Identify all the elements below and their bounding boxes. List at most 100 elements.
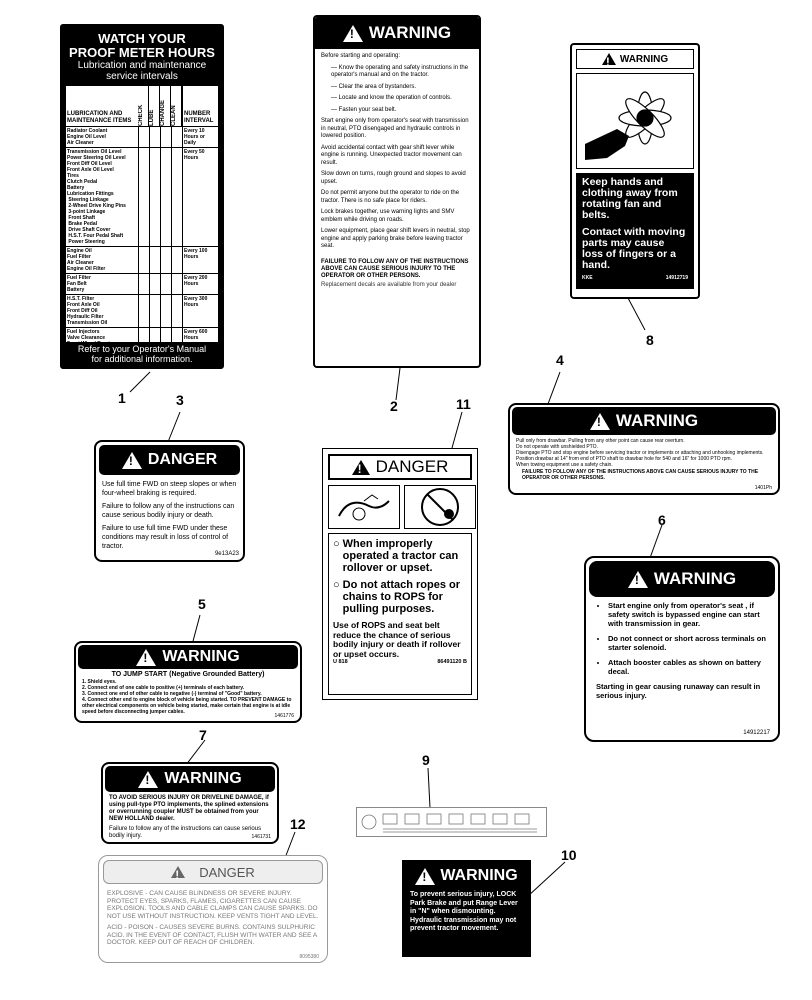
decal-2-item: Avoid accidental contact with gear shift… (321, 144, 462, 166)
decal-4-title: WARNING (615, 411, 699, 430)
decal-1-row-items: Radiator Coolant Engine Oil Level Air Cl… (67, 128, 108, 146)
decal-11-b1-row: ○ When improperly operated a tractor can… (333, 538, 467, 574)
warning-triangle-icon (601, 53, 616, 69)
decal-1-table: LUBRICATION AND MAINTENANCE ITEMS CHECK … (66, 86, 218, 367)
decal-2-item: — Know the operating and safety instruct… (331, 64, 469, 79)
decal-8-title: WARNING (619, 53, 669, 65)
callout-9: 9 (422, 752, 430, 768)
decal-1-row-interval: Every 10 Hours or Daily (182, 127, 218, 147)
leader-2 (395, 367, 401, 401)
decal-6-b1: Start engine only from operator's seat ,… (608, 601, 770, 628)
warning-triangle-icon (589, 412, 610, 430)
decal-2-warning-operating: WARNING Before starting and operating:— … (313, 15, 481, 368)
leader-12 (284, 831, 296, 859)
decal-10-title: WARNING (440, 867, 518, 884)
decal-1-row: H.S.T. Filter Front Axle Oil Front Diff … (66, 295, 218, 328)
decal-5-warning-jump-start: WARNING TO JUMP START (Negative Grounded… (74, 641, 302, 723)
decal-1-row-cell (149, 274, 160, 294)
decal-11-foot: Use of ROPS and seat belt reduce the cha… (333, 620, 461, 659)
decal-2-code: Replacement decals are available from yo… (321, 281, 457, 288)
decal-8-t2: Contact with moving parts may cause loss… (582, 226, 686, 271)
leader-6 (649, 524, 663, 559)
decal-11-code-right: 86491120 B (437, 659, 467, 665)
leader-10 (526, 861, 566, 898)
warning-triangle-icon (121, 451, 142, 469)
decal-11-code-left: U 818 (333, 659, 348, 665)
decal-4-warning-drawbar: WARNING Pull only from drawbar. Pulling … (508, 403, 780, 495)
decal-1-maintenance-chart: WATCH YOUR PROOF METER HOURS Lubrication… (60, 24, 224, 369)
decal-7-warning-pto: WARNING TO AVOID SERIOUS INJURY OR DRIVE… (101, 762, 279, 844)
decal-2-item: Lock brakes together, use warning lights… (321, 209, 455, 223)
warning-triangle-icon (171, 866, 186, 882)
decal-1-footer-1: Refer to your Operator's Manual (77, 344, 207, 354)
decal-6-title: WARNING (653, 569, 737, 588)
decal-4-code: 1401Ph (754, 485, 772, 491)
decal-1-row-items: Fuel Injectors Valve Clearance Front Whe… (67, 329, 119, 353)
decal-7-header: WARNING (105, 766, 275, 792)
bullet-circle-icon: ○ (333, 579, 340, 591)
decal-4-item: Do not operate with unshielded PTO. (516, 444, 598, 450)
decal-1-row-cell (171, 295, 182, 327)
callout-8: 8 (646, 332, 654, 348)
decal-1-row-cell (149, 148, 160, 246)
decal-2-item: Before starting and operating: (321, 53, 401, 59)
callout-12: 12 (290, 816, 306, 832)
leader-11 (451, 411, 463, 449)
decal-1-row-interval: Every 50 Hours (182, 148, 218, 246)
decal-6-b2: Do not connect or short across terminals… (608, 634, 770, 652)
decal-1-row-interval: Every 600 Hours (182, 328, 218, 354)
decal-1-rows: Radiator Coolant Engine Oil Level Air Cl… (66, 127, 218, 367)
decal-1-row: Fuel Injectors Valve Clearance Front Whe… (66, 328, 218, 355)
callout-1: 1 (118, 390, 126, 406)
decal-1-col-check: CHECK (138, 86, 149, 126)
callout-5: 5 (198, 596, 206, 612)
decal-1-row-cell (149, 127, 160, 147)
decal-2-list: Before starting and operating: — Know the… (315, 49, 479, 259)
decal-4-failure: FAILURE TO FOLLOW ANY OF THE INSTRUCTION… (522, 469, 759, 481)
decal-11-b1: When improperly operated a tractor can r… (342, 538, 459, 574)
decal-2-item: — Clear the area of bystanders. (331, 83, 417, 90)
decal-1-col-clean: CLEAN (171, 86, 182, 126)
decal-8-t1: Keep hands and clothing away from rotati… (582, 176, 678, 221)
callout-11: 11 (456, 396, 471, 412)
leader-9 (427, 767, 431, 809)
decal-4-header: WARNING (512, 407, 776, 435)
decal-6-code: 14912217 (743, 730, 770, 736)
decal-6-list: Start engine only from operator's seat ,… (586, 601, 770, 676)
decal-8-header: WARNING (576, 49, 694, 69)
bullet-circle-icon: ○ (333, 538, 340, 550)
decal-1-row-cell (149, 295, 160, 327)
decal-2-item: Start engine only from operator's seat w… (321, 118, 469, 139)
warning-triangle-icon (342, 24, 363, 42)
fan-hand-icon (585, 91, 672, 160)
decal-1-row: Transmission Oil Level Power Steering Oi… (66, 148, 218, 247)
decal-1-row-cell (149, 328, 160, 354)
warning-triangle-icon (627, 570, 648, 588)
decal-12-header: DANGER (103, 860, 323, 884)
decal-2-item: Slow down on turns, rough ground and slo… (321, 171, 466, 185)
callout-2: 2 (390, 398, 398, 414)
decal-1-row-cell (171, 355, 182, 367)
decal-1-row-cell (160, 247, 171, 273)
decal-1-row-interval: Seasonal (182, 355, 218, 367)
decal-1-row-cell (171, 274, 182, 294)
decal-12-title: DANGER (199, 864, 255, 880)
decal-12-code: 8095380 (299, 954, 319, 960)
decal-8-warning-fan: WARNING Keep hands and clothing away fro… (570, 43, 700, 299)
decal-11-danger-rops: DANGER ○ When improperly operated a trac… (322, 448, 478, 700)
decal-1-row-interval: Every 200 Hours (182, 274, 218, 294)
decal-11-pictograms (328, 485, 476, 529)
decal-12-danger-battery: DANGER EXPLOSIVE - CAN CAUSE BLINDNESS O… (98, 855, 328, 963)
decal-10-text: To prevent serious injury, LOCK Park Bra… (410, 891, 518, 932)
decal-1-row-cell (171, 247, 182, 273)
decal-2-item: — Locate and know the operation of contr… (331, 95, 452, 101)
decal-10-header: WARNING (402, 860, 531, 885)
leader-4 (547, 371, 561, 405)
decal-8-code-right: 14912719 (665, 275, 688, 281)
decal-1-title-4: service intervals (106, 71, 178, 82)
decal-1-title-2: PROOF METER HOURS (69, 45, 215, 60)
decal-4-item: Disengage PTO and stop engine before ser… (516, 450, 764, 456)
decal-7-p2: Failure to follow any of the instruction… (109, 826, 262, 839)
decal-3-title: DANGER (147, 451, 218, 468)
